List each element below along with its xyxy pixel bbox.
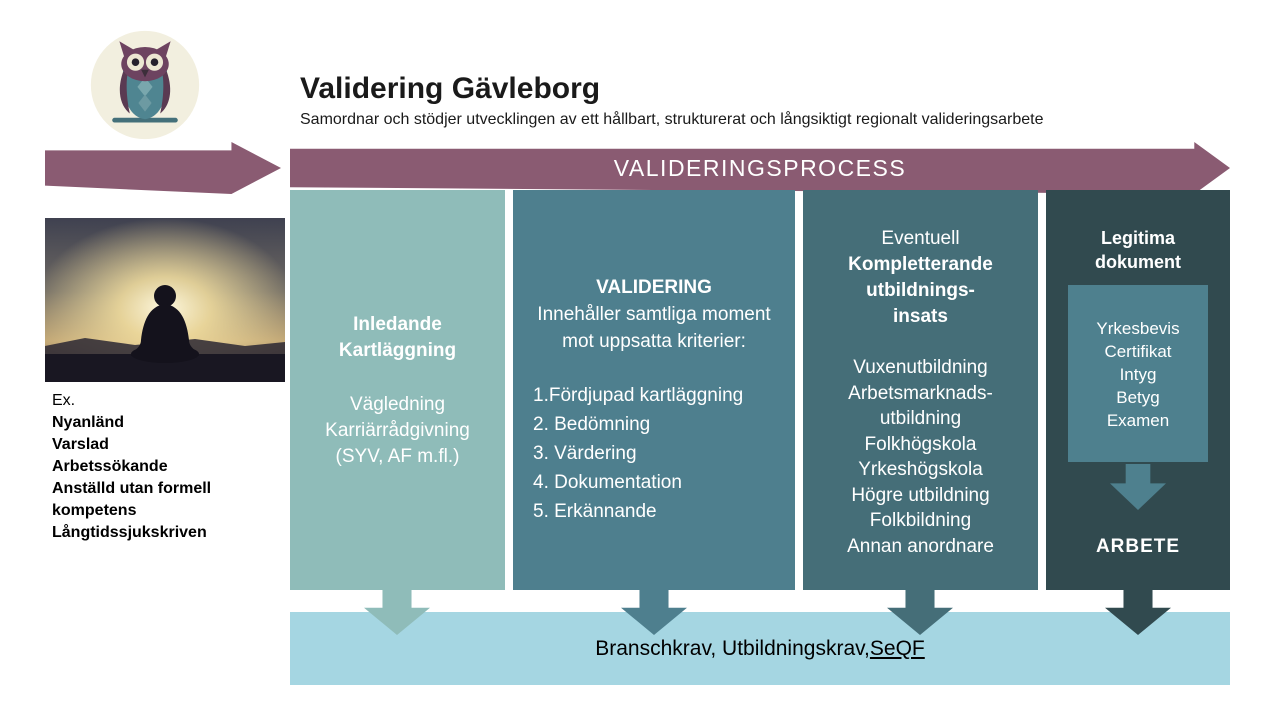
page-subtitle: Samordnar och stödjer utvecklingen av et…	[300, 111, 1044, 128]
process-step: 4. Dokumentation	[533, 472, 682, 493]
audience-item: Anställd utan formell kompetens	[52, 480, 212, 519]
column-pretitle: Eventuell	[881, 228, 960, 249]
documents-box: Yrkesbevis Certifikat Intyg Betyg Examen	[1068, 285, 1208, 462]
document-item: Intyg	[1119, 365, 1157, 384]
audience-list: Ex. Nyanländ Varslad Arbetssökande Anstä…	[52, 390, 252, 544]
process-banner-label: VALIDERINGSPROCESS	[613, 154, 907, 181]
column-title-line: Kompletterande	[848, 254, 993, 275]
owl-logo	[88, 28, 202, 142]
document-item: Examen	[1106, 411, 1170, 430]
column-legitima-dokument: Legitima dokument Yrkesbevis Certifikat …	[1046, 190, 1230, 590]
silhouette-photo	[45, 218, 285, 382]
column-title-line: utbildnings-	[866, 280, 975, 301]
header: Validering Gävleborg Samordnar och stödj…	[300, 72, 1044, 129]
silhouette-photo-graphic	[45, 218, 285, 382]
bottom-bar-text: Branschkrav, Utbildningskrav,	[595, 636, 870, 660]
audience-item: Långtidssjukskriven	[52, 524, 207, 541]
process-step: 2. Bedömning	[533, 414, 651, 435]
column-title: VALIDERING	[596, 277, 712, 298]
outcome-label: ARBETE	[1095, 536, 1181, 557]
column-text-line: Innehåller samtliga moment	[537, 304, 771, 325]
bottom-bar: Branschkrav, Utbildningskrav, SeQF	[290, 612, 1230, 685]
process-step: 1.Fördjupad kartläggning	[533, 385, 744, 406]
column-text-line: Arbetsmarknads-	[848, 382, 993, 404]
process-step: 3. Värdering	[533, 443, 637, 464]
audience-item: Arbetssökande	[52, 458, 168, 475]
column-text-line: Annan anordnare	[847, 535, 994, 557]
page-title: Validering Gävleborg	[300, 72, 601, 105]
column-title-line: Legitima	[1100, 228, 1175, 248]
process-banner: VALIDERINGSPROCESS	[290, 142, 1230, 194]
down-arrow-documents	[1110, 464, 1166, 510]
audience-item: Nyanländ	[52, 414, 125, 431]
column-title-line: Inledande	[353, 314, 442, 335]
document-item: Certifikat	[1104, 342, 1172, 361]
column-text-line: Högre utbildning	[851, 484, 990, 506]
column-text-line: Vuxenutbildning	[853, 357, 988, 378]
seqf-link[interactable]: SeQF	[869, 636, 925, 660]
column-text-line: utbildning	[879, 408, 962, 429]
column-inledande-kartlaggning: Inledande Kartläggning Vägledning Karriä…	[290, 190, 505, 590]
column-title-line: Kartläggning	[338, 340, 457, 361]
column-text-line: Vägledning	[349, 394, 446, 415]
column-title-line: insats	[893, 306, 948, 327]
column-text-line: Yrkeshögskola	[858, 459, 983, 480]
intro-arrow	[45, 142, 281, 194]
column-text-line: mot uppsatta kriterier:	[562, 331, 746, 352]
column-text-line: Karriärrådgivning	[325, 420, 470, 441]
process-step: 5. Erkännande	[533, 501, 657, 522]
document-item: Betyg	[1116, 388, 1160, 407]
column-title-line: dokument	[1094, 252, 1181, 272]
audience-label: Ex.	[52, 392, 76, 409]
column-kompletterande-utbildningsinsats: Eventuell Kompletterande utbildnings- in…	[803, 190, 1038, 590]
owl-logo-graphic	[90, 30, 200, 140]
column-text-line: Folkbildning	[869, 510, 972, 531]
column-validering: VALIDERING Innehåller samtliga moment mo…	[513, 190, 795, 590]
column-text-line: (SYV, AF m.fl.)	[335, 446, 460, 467]
document-item: Yrkesbevis	[1096, 319, 1180, 338]
audience-item: Varslad	[52, 436, 109, 453]
column-text-line: Folkhögskola	[864, 433, 977, 455]
